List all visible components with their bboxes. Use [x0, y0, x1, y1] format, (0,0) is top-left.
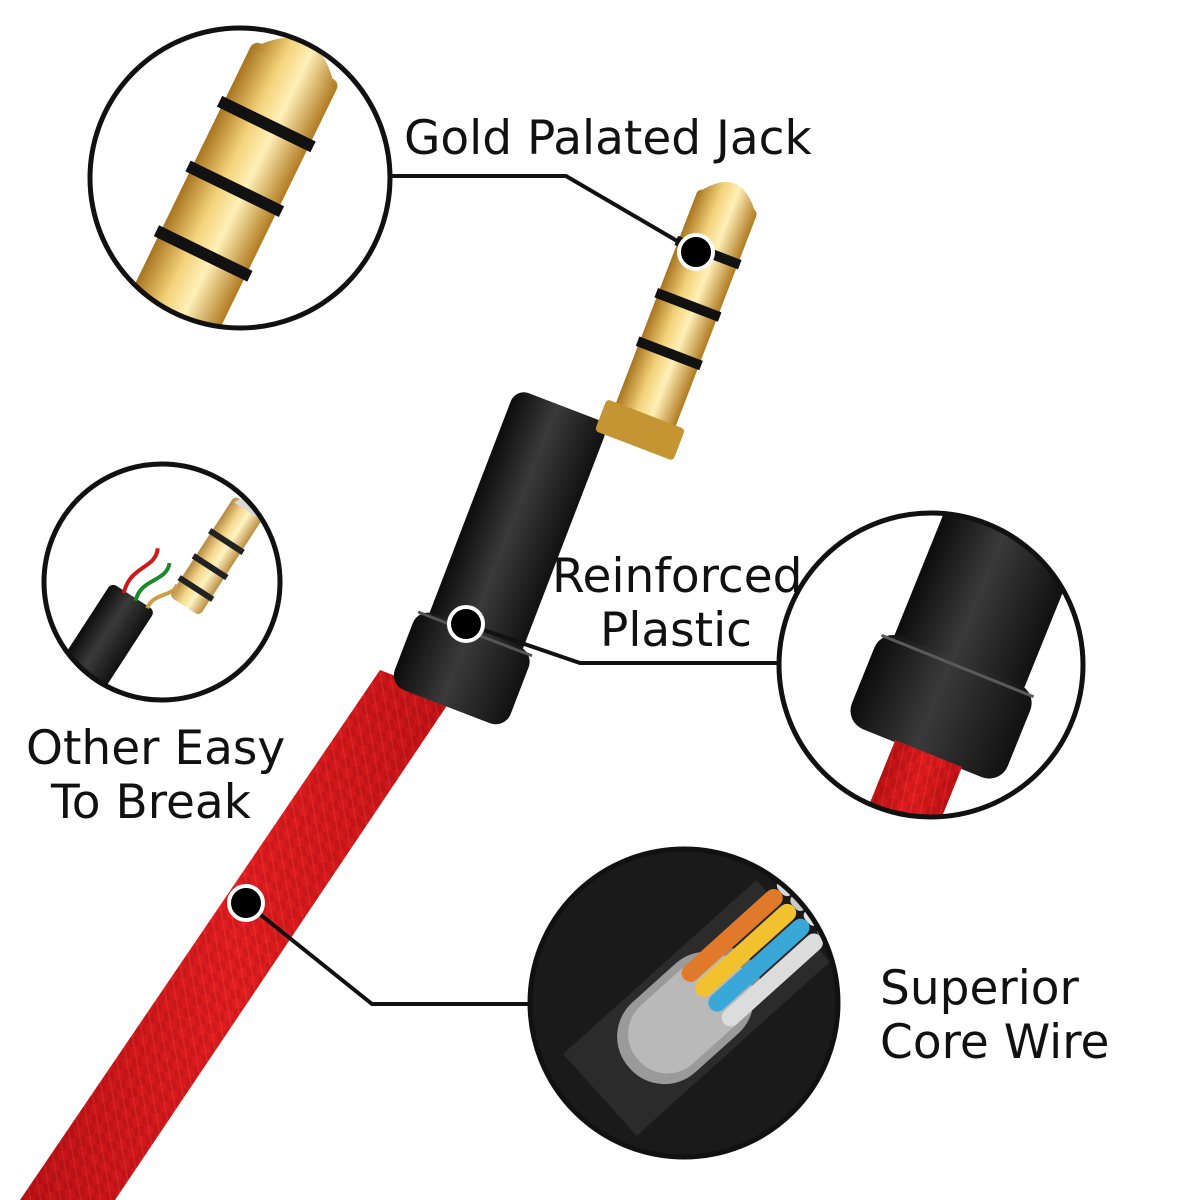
reinforced-plastic-label-line1: Reinforced	[552, 549, 803, 604]
core-wire-label: Superior Core Wire	[880, 962, 1109, 1070]
reinforced-plastic-label: Reinforced Plastic	[552, 549, 803, 658]
easy-break-label: Other Easy To Break	[26, 721, 286, 830]
core-wire-closeup-icon	[527, 846, 841, 1160]
sleeve-pointer-dot	[447, 605, 485, 643]
easy-break-label-line1: Other Easy	[26, 721, 286, 776]
gold-jack-label-line1: Gold Palated Jack	[404, 111, 812, 166]
core-wire-label-line1: Superior	[880, 961, 1079, 1016]
main-cable	[20, 670, 452, 1200]
reinforced-plastic-label-line2: Plastic	[599, 603, 752, 658]
gold-jack-closeup-icon	[87, 25, 393, 331]
plastic-sleeve-closeup-icon	[776, 510, 1086, 820]
cable-pointer-dot	[227, 884, 265, 922]
easy-break-label-line2: To Break	[51, 775, 251, 830]
gold-jack-label: Gold Palated Jack	[404, 112, 812, 166]
broken-cable-closeup-icon	[41, 461, 283, 703]
core-wire-label-line2: Core Wire	[880, 1015, 1110, 1070]
leader-lines	[244, 174, 778, 1006]
pointer-dots	[227, 233, 715, 922]
jack-pointer-dot	[677, 233, 715, 271]
gold-jack	[595, 182, 757, 460]
